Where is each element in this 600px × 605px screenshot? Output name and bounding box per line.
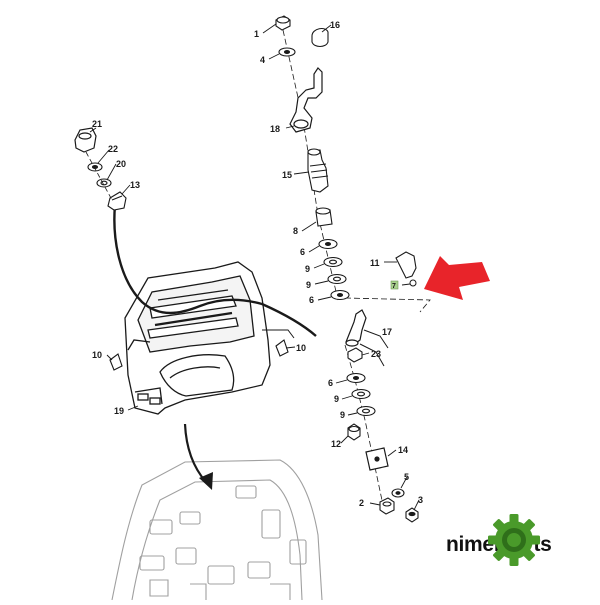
leader-bracket-10: [262, 329, 295, 339]
lever-part-11: [395, 251, 417, 279]
leader-lines: [89, 23, 420, 511]
washer-part-6-mid: [330, 289, 350, 301]
ghost-console-outline: [111, 459, 323, 601]
callout-23: 23: [371, 349, 381, 359]
console-panel-part-19: [124, 261, 271, 415]
knob-part-21: [74, 127, 97, 153]
callout-20: 20: [116, 159, 126, 169]
callout-6-mid: 6: [309, 295, 314, 305]
screw-part-1: [275, 15, 291, 31]
callout-9-upper: 9: [305, 264, 310, 274]
callout-3: 3: [418, 495, 423, 505]
lever-part-18: [289, 67, 323, 133]
nut-part-23: [347, 347, 363, 363]
callout-14: 14: [398, 445, 408, 455]
washer-part-9-mid: [327, 273, 347, 285]
callout-11: 11: [370, 258, 380, 268]
callout-5: 5: [404, 472, 409, 482]
washer-part-6-upper: [318, 238, 338, 250]
callout-9-lower-a: 9: [334, 394, 339, 404]
callout-9-lower-b: 9: [340, 410, 345, 420]
nut-part-2: [379, 497, 395, 515]
callout-4: 4: [260, 55, 265, 65]
callout-6-upper: 6: [300, 247, 305, 257]
callout-labels: 1 16 4 18 15 8 6 9 9 6 11 7 21 22 20 13 …: [92, 20, 423, 508]
washer-part-22: [87, 162, 103, 172]
callout-2: 2: [359, 498, 364, 508]
cable-end-part-13: [107, 191, 127, 211]
washer-part-20: [96, 178, 112, 188]
callout-12: 12: [331, 439, 341, 449]
callout-22: 22: [108, 144, 118, 154]
callout-17: 17: [382, 327, 392, 337]
washer-part-9-upper: [323, 256, 343, 268]
pointer-arrow: [424, 256, 490, 300]
callout-19: 19: [114, 406, 124, 416]
callout-15: 15: [282, 170, 292, 180]
direction-arrow: [183, 423, 213, 490]
callout-21: 21: [92, 119, 102, 129]
callout-9-mid: 9: [306, 280, 311, 290]
left-stack-centerline: [85, 151, 113, 201]
callout-6-lower: 6: [328, 378, 333, 388]
callout-8: 8: [293, 226, 298, 236]
washer-part-4: [278, 47, 296, 57]
link-arm-part-17: [345, 309, 367, 347]
callout-16: 16: [330, 20, 340, 30]
gear-icon: [488, 514, 540, 566]
callout-10-left: 10: [92, 350, 102, 360]
brand-logo: nimerparts: [446, 514, 552, 566]
washer-part-6-lower: [346, 372, 366, 384]
knob-part-16: [311, 27, 329, 48]
callout-10-right: 10: [296, 343, 306, 353]
washer-part-9-lower-a: [351, 388, 371, 400]
bushing-part-8: [315, 207, 333, 227]
callout-18: 18: [270, 124, 280, 134]
control-cable: [113, 204, 317, 337]
highlight-box-part-7: [390, 280, 399, 290]
clip-part-10-right: [275, 339, 289, 357]
block-part-14: [365, 447, 389, 471]
leader-bracket-17: [359, 329, 389, 367]
callout-1: 1: [254, 29, 259, 39]
washer-part-5: [391, 488, 405, 498]
washer-part-9-lower-b: [356, 405, 376, 417]
callout-7: 7: [392, 283, 396, 290]
nut-part-12: [347, 423, 361, 441]
callout-13: 13: [130, 180, 140, 190]
shaft-part-15: [307, 148, 329, 193]
nut-part-3: [405, 507, 419, 523]
clip-part-10-left: [109, 353, 123, 371]
pin-part-7: [409, 279, 417, 287]
